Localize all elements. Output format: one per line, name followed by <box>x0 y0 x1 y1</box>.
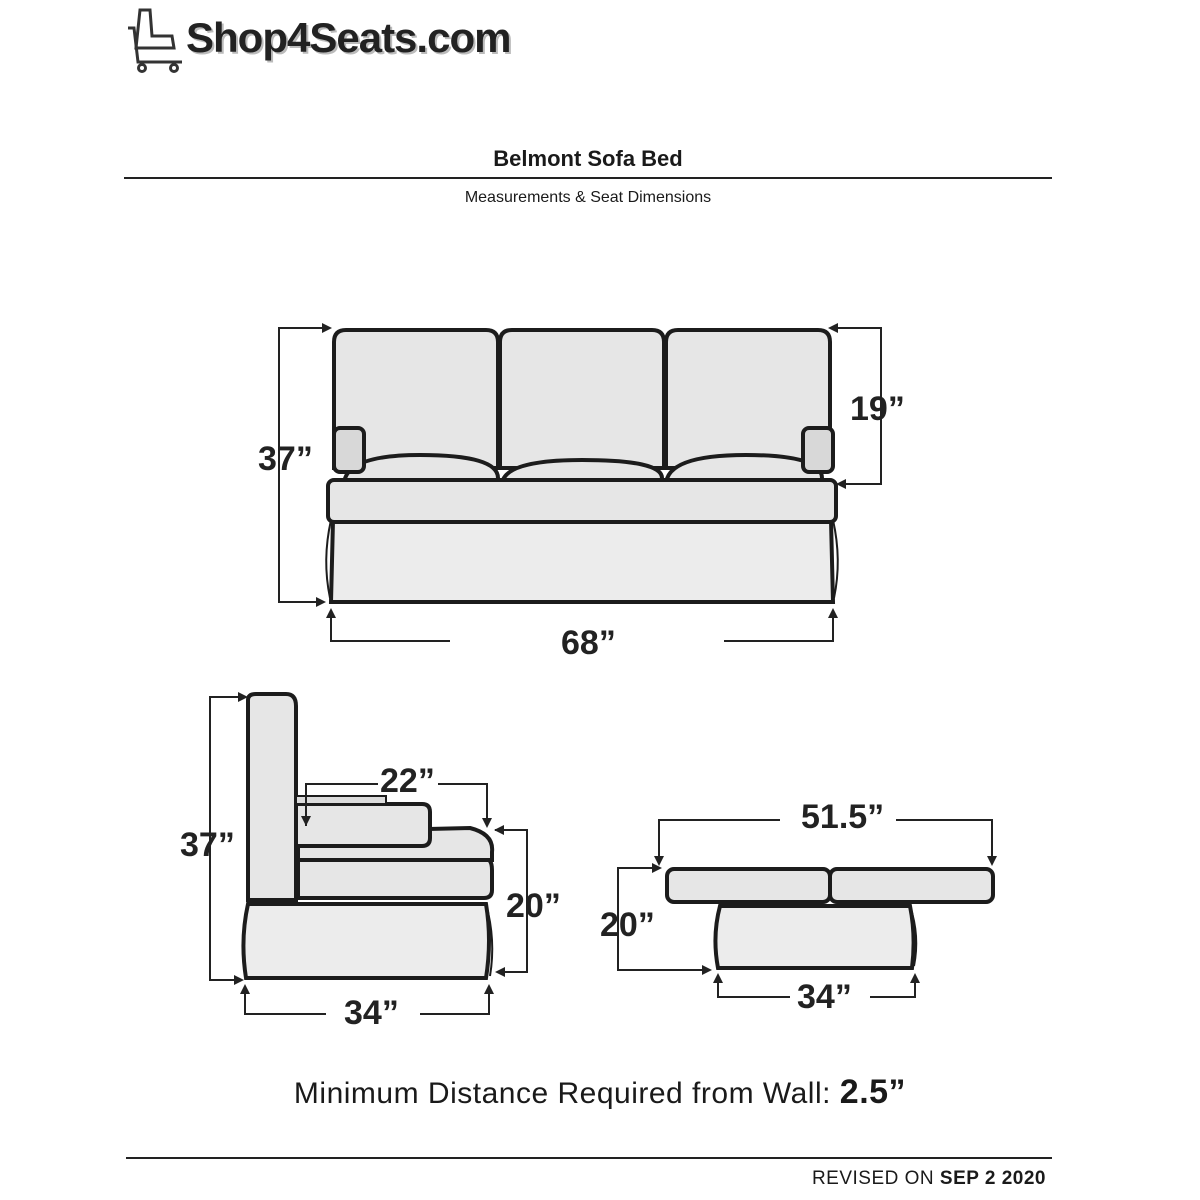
bed-view-sofa <box>665 867 995 970</box>
revision-stamp: REVISED ON SEP 2 2020 <box>812 1168 1046 1190</box>
front-height-label: 37” <box>258 440 313 478</box>
bed-height-label: 20” <box>600 906 655 944</box>
back-cushion-middle <box>498 328 666 470</box>
side-dimension-lines <box>209 692 528 1015</box>
revised-date: SEP 2 2020 <box>939 1168 1046 1189</box>
seat-front-rail <box>326 478 838 524</box>
side-seat-depth-label: 22” <box>380 762 435 800</box>
recliner-cart-icon <box>128 8 182 73</box>
bed-mattress-left <box>665 867 832 904</box>
bed-mattress-right <box>828 867 995 904</box>
bed-base-depth-label: 34” <box>797 978 852 1016</box>
footer-divider <box>126 1157 1052 1159</box>
min-distance-value: 2.5” <box>839 1073 907 1111</box>
product-title: Belmont Sofa Bed <box>493 146 683 171</box>
side-skirt <box>241 902 491 980</box>
side-seat-height-label: 20” <box>506 887 561 925</box>
bed-length-label: 51.5” <box>801 798 884 836</box>
title-divider <box>124 177 1052 179</box>
side-backrest <box>246 692 298 902</box>
side-depth-label: 34” <box>344 994 399 1032</box>
front-width-label: 68” <box>561 624 616 662</box>
back-cushion-left <box>332 328 500 470</box>
side-arm-pad <box>294 802 432 848</box>
front-back-height-label: 19” <box>850 390 905 428</box>
min-distance-label: Minimum Distance Required from Wall: <box>293 1077 831 1110</box>
arm-cap-right <box>801 426 835 474</box>
sofa-skirt <box>328 518 836 604</box>
revised-label: REVISED ON <box>811 1168 935 1189</box>
arm-cap-left <box>332 426 366 474</box>
bed-base <box>713 904 916 970</box>
min-distance-note: Minimum Distance Required from Wall: 2.5… <box>0 1073 1200 1112</box>
front-dimension-lines <box>278 323 882 642</box>
side-view-sofa <box>241 692 495 980</box>
logo-text: Shop4Seats.com <box>186 14 511 61</box>
front-view-sofa <box>325 328 839 604</box>
bed-dimension-lines <box>617 819 997 998</box>
back-cushion-right <box>664 328 832 470</box>
product-subtitle: Measurements & Seat Dimensions <box>464 189 712 206</box>
side-height-label: 37” <box>180 826 235 864</box>
site-logo[interactable]: Shop4Seats.com <box>126 2 566 74</box>
side-seat-base <box>296 856 494 900</box>
